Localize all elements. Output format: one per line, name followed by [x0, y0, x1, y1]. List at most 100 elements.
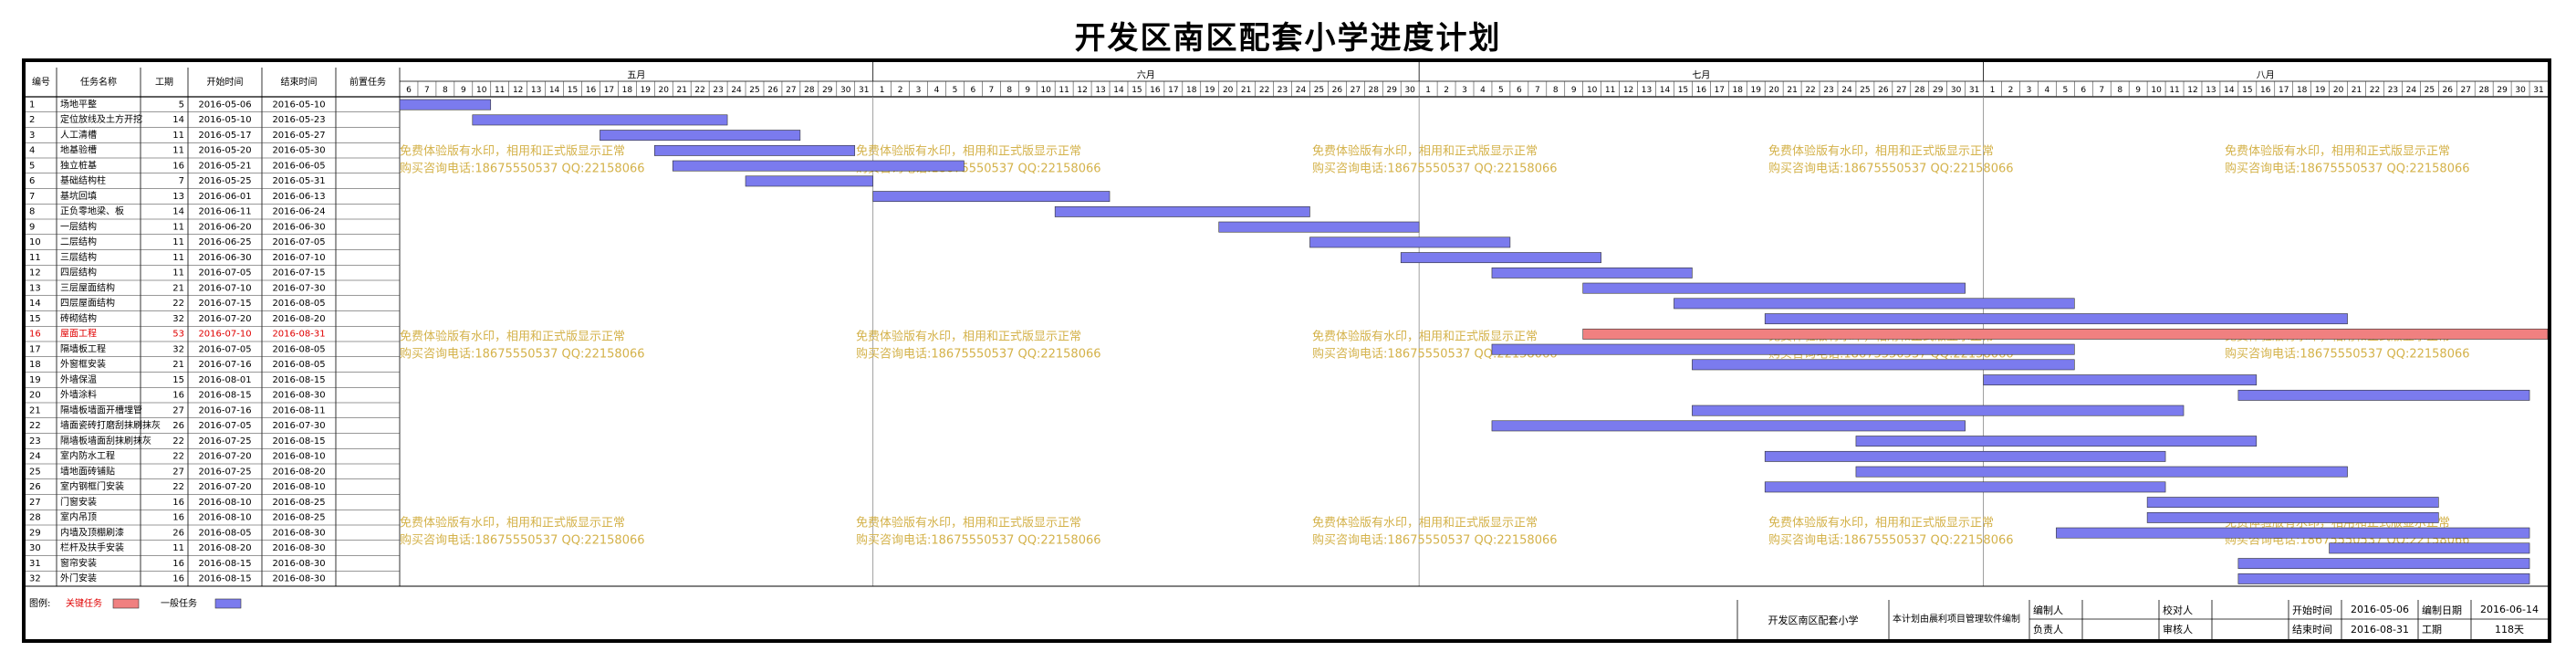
day-label: 31 [859, 86, 869, 95]
task-id: 18 [29, 360, 41, 370]
month-label: 五月 [627, 70, 645, 81]
day-label: 13 [1095, 86, 1105, 95]
day-label: 30 [840, 86, 851, 95]
gantt-bar [1692, 359, 2075, 371]
gantt-bar [1692, 405, 2185, 416]
task-name: 三层屋面结构 [60, 281, 115, 293]
task-id: 13 [29, 283, 41, 293]
day-label: 26 [1332, 86, 1343, 95]
task-name: 外窗框安装 [60, 358, 106, 370]
day-label: 1 [1425, 86, 1431, 95]
day-label: 11 [495, 86, 505, 95]
task-end: 2016-06-13 [272, 192, 325, 202]
task-end: 2016-06-24 [272, 207, 325, 217]
task-name: 基础结构柱 [60, 174, 106, 186]
task-start: 2016-06-25 [198, 237, 251, 247]
day-label: 6 [971, 86, 976, 95]
footer-project: 开发区南区配套小学 [1768, 614, 1859, 626]
task-name: 四层屋面结构 [60, 297, 115, 309]
day-label: 20 [1223, 86, 1234, 95]
day-label: 30 [1404, 86, 1415, 95]
legend-critical-swatch [112, 598, 140, 609]
task-name: 外门安装 [60, 573, 97, 584]
watermark-line1: 免费体验版有水印，相用和正式版显示正常 [400, 330, 625, 344]
task-id: 1 [29, 100, 35, 110]
header-start: 开始时间 [207, 76, 244, 88]
task-name: 门窗安装 [60, 496, 97, 508]
day-label: 20 [2333, 86, 2344, 95]
task-name: 墙面瓷砖打磨刮抹刷抹灰 [60, 419, 161, 431]
task-end: 2016-06-30 [272, 222, 325, 232]
task-id: 26 [29, 482, 41, 492]
day-label: 19 [2315, 86, 2326, 95]
task-start: 2016-06-30 [198, 253, 251, 263]
watermark-line1: 免费体验版有水印，相用和正式版显示正常 [400, 144, 625, 159]
day-label: 31 [1969, 86, 1979, 95]
task-start: 2016-08-15 [198, 391, 251, 401]
day-label: 17 [1715, 86, 1725, 95]
task-end: 2016-08-15 [272, 436, 325, 447]
task-duration: 21 [172, 360, 184, 370]
task-duration: 16 [172, 391, 184, 401]
day-label: 10 [1587, 86, 1598, 95]
day-label: 12 [1077, 86, 1087, 95]
watermark-line1: 免费体验版有水印，相用和正式版显示正常 [1312, 516, 1538, 531]
task-start: 2016-05-25 [198, 176, 251, 186]
task-duration: 32 [172, 314, 184, 324]
task-name: 外墙涂料 [60, 389, 97, 401]
day-label: 21 [2352, 86, 2362, 95]
day-label: 1 [880, 86, 885, 95]
gantt-bar [399, 99, 492, 110]
task-id: 11 [29, 253, 41, 263]
gantt-bar [1764, 481, 2166, 493]
day-label: 25 [1860, 86, 1870, 95]
task-start: 2016-07-25 [198, 467, 251, 477]
task-name: 栏杆及扶手安装 [60, 541, 124, 553]
task-id: 2 [29, 115, 35, 125]
day-label: 11 [1059, 86, 1069, 95]
task-end: 2016-07-30 [272, 421, 325, 431]
task-name: 隔墙板墙面刮抹刷抹灰 [60, 435, 151, 447]
watermark-line2: 购买咨询电话:18675550537 QQ:22158066 [2225, 162, 2470, 176]
legend-normal-swatch [214, 598, 242, 609]
task-duration: 53 [172, 330, 184, 340]
day-label: 9 [461, 86, 466, 95]
watermark-line2: 购买咨询电话:18675550537 QQ:22158066 [1768, 533, 2014, 548]
task-end: 2016-08-30 [272, 391, 325, 401]
day-label: 14 [1113, 86, 1124, 95]
day-label: 16 [586, 86, 597, 95]
day-label: 25 [2425, 86, 2435, 95]
watermark-line1: 免费体验版有水印，相用和正式版显示正常 [856, 516, 1081, 531]
day-label: 12 [1623, 86, 1633, 95]
day-label: 15 [2242, 86, 2252, 95]
task-start: 2016-07-25 [198, 436, 251, 447]
gantt-bar-critical [1582, 328, 2548, 340]
gantt-bar [472, 114, 728, 126]
task-name: 独立桩基 [60, 159, 97, 171]
task-id: 17 [29, 344, 41, 354]
day-label: 5 [1498, 86, 1504, 95]
task-end: 2016-08-30 [272, 528, 325, 538]
watermark-line2: 购买咨询电话:18675550537 QQ:22158066 [400, 162, 645, 176]
task-name: 外墙保温 [60, 373, 97, 385]
task-end: 2016-08-15 [272, 375, 325, 385]
gantt-bar [2237, 558, 2530, 570]
gantt-bar [1855, 436, 2258, 447]
day-label: 6 [1517, 86, 1522, 95]
day-label: 25 [1314, 86, 1324, 95]
task-end: 2016-08-25 [272, 513, 325, 523]
day-label: 3 [916, 86, 922, 95]
task-end: 2016-08-10 [272, 482, 325, 492]
gantt-bar [1491, 267, 1693, 278]
watermark-line1: 免费体验版有水印，相用和正式版显示正常 [1768, 516, 1994, 531]
task-id: 21 [29, 405, 41, 415]
day-label: 10 [1040, 86, 1051, 95]
day-label: 24 [731, 86, 742, 95]
task-id: 22 [29, 421, 41, 431]
task-start: 2016-07-20 [198, 452, 251, 462]
day-label: 23 [713, 86, 723, 95]
day-label: 23 [1278, 86, 1288, 95]
task-end: 2016-08-05 [272, 299, 325, 309]
day-label: 18 [622, 86, 633, 95]
task-name: 隔墙板工程 [60, 342, 106, 354]
